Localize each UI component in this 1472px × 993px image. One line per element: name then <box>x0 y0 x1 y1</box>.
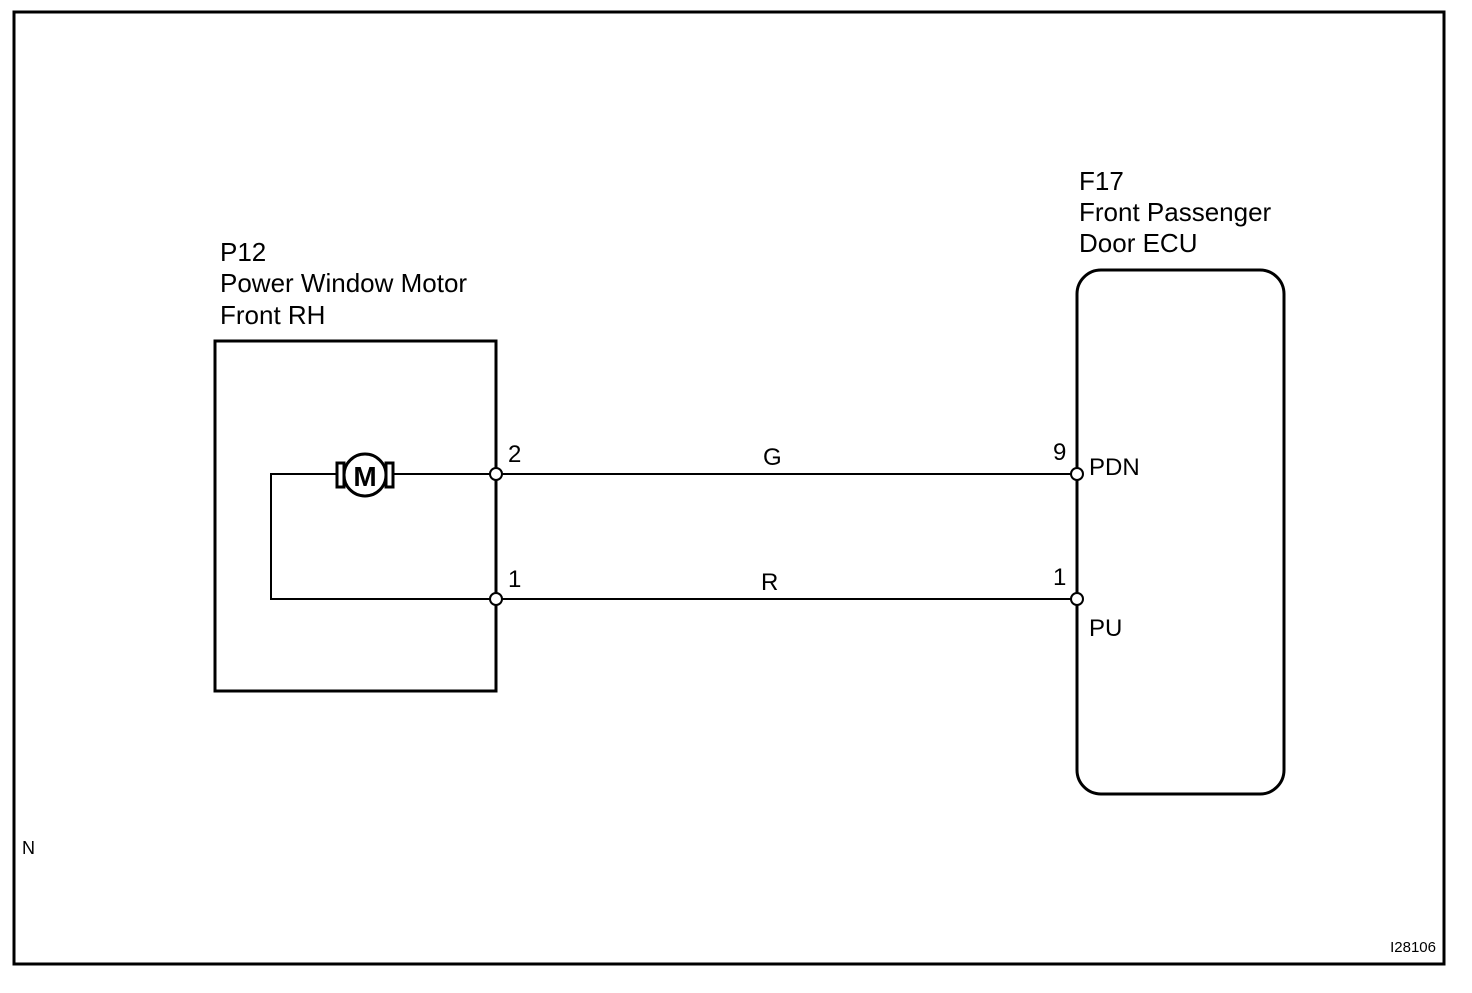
motor-component-name-line1: Power Window Motor <box>220 268 467 298</box>
motor-pin-bottom-number: 1 <box>508 566 521 593</box>
ecu-terminal-bottom: PU <box>1089 615 1122 642</box>
ecu-component-name-line2: Door ECU <box>1079 228 1197 258</box>
motor-pin-top-number: 2 <box>508 441 521 468</box>
ecu-pin-top-number: 9 <box>1053 439 1066 466</box>
motor-component-name-line2: Front RH <box>220 300 325 330</box>
ecu-terminal-top: PDN <box>1089 454 1140 481</box>
connector-pin-icon <box>489 467 503 481</box>
motor-icon: M <box>335 452 395 498</box>
connector-pin-icon <box>489 592 503 606</box>
wire-bottom-color: R <box>761 569 778 596</box>
ecu-component-box <box>1075 268 1286 796</box>
ecu-component-code: F17 <box>1079 166 1124 196</box>
image-code: I28106 <box>1390 939 1436 956</box>
motor-symbol-letter: M <box>353 461 376 492</box>
ecu-pin-bottom-number: 1 <box>1053 564 1066 591</box>
motor-component-code: P12 <box>220 237 266 267</box>
motor-component-box <box>213 339 498 693</box>
connector-pin-icon <box>1070 467 1084 481</box>
motor-internal-wire <box>270 473 496 600</box>
motor-component: P12 Power Window Motor Front RH M 2 1 <box>213 237 521 693</box>
ecu-component-name-line1: Front Passenger <box>1079 197 1272 227</box>
connector-pin-icon <box>1070 592 1084 606</box>
corner-mark: N <box>22 838 35 858</box>
harness-wires: G R <box>496 444 1077 600</box>
wire-top-color: G <box>763 444 782 471</box>
diagram-frame <box>12 10 1446 966</box>
ecu-component: F17 Front Passenger Door ECU 9 1 PDN PU <box>1053 166 1286 796</box>
